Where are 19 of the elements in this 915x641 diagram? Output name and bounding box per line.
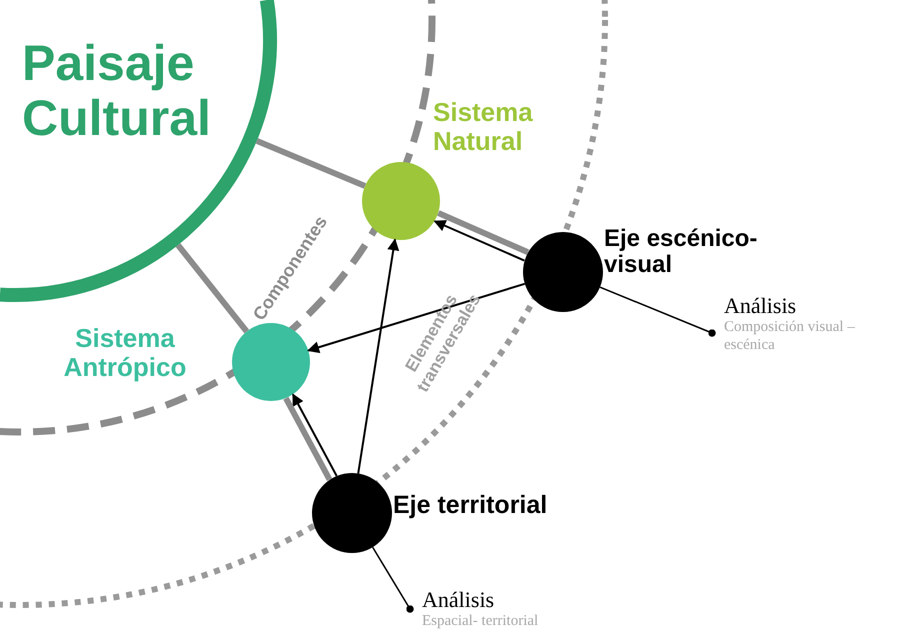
leader-line [372,546,414,613]
arrow [434,220,525,262]
analysis-description: Composición visual – escénica [724,318,856,354]
connector-line [176,243,250,334]
leader-line [600,286,716,337]
analysis-heading: Análisis [724,294,796,318]
node-label: Sistema Antrópico [62,324,188,382]
title-text: Paisaje Cultural [22,36,212,146]
analysis-heading: Análisis [422,588,494,612]
connector-line [256,138,366,189]
arrow [307,282,526,354]
arrow [357,238,400,474]
connector-line [437,210,530,256]
node-label: Eje escénico-visual [604,226,758,279]
arrow [292,393,338,476]
analysis-description: Espacial- territorial [422,612,538,630]
node-label: Sistema Natural [433,98,534,156]
node-label: Eje territorial [393,492,548,520]
connector-line [283,396,332,482]
